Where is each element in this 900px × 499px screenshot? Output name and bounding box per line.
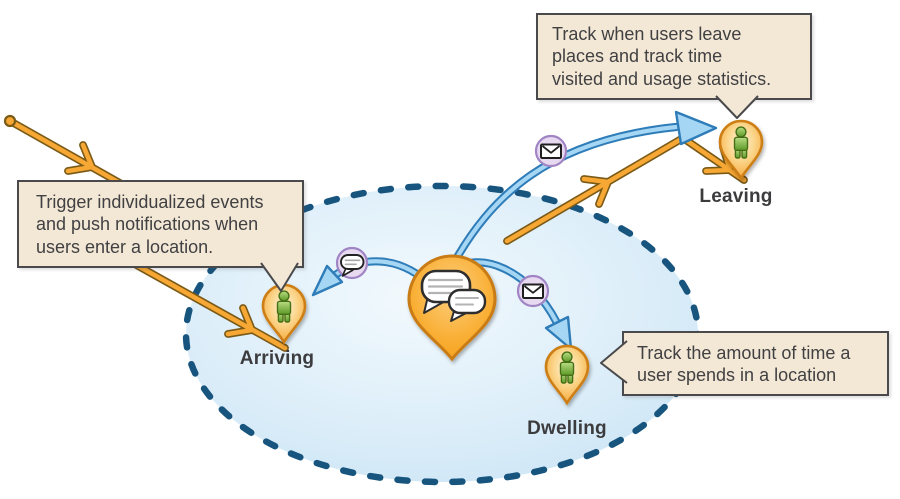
envelope-icon (534, 134, 568, 168)
arriving-pin (261, 283, 307, 345)
callout-leaving-line: places and track time (552, 46, 723, 67)
callout-leaving: Track when users leave places and track … (536, 13, 812, 100)
orange-path-start-dot (3, 114, 17, 128)
arrowhead-leaving (674, 110, 718, 146)
leaving-label: Leaving (699, 186, 773, 207)
callout-entering-line: and push notifications when (36, 214, 259, 235)
map-pins (261, 119, 764, 406)
callout-entering-line: users enter a location. (36, 236, 214, 257)
callout-entering: Trigger individualized events and push n… (17, 180, 304, 268)
callout-entering-line: Trigger individualized events (36, 192, 264, 212)
speech-bubble-icon (335, 246, 369, 280)
arrowhead-dwelling (544, 315, 573, 351)
speech-bubbles-icon (420, 269, 487, 322)
person-icon (733, 126, 749, 159)
connector-badges (335, 134, 568, 308)
orange-trajectory-arrows (3, 114, 748, 352)
person-icon (559, 351, 575, 384)
callout-leaving-line: Track when users leave (552, 24, 742, 44)
callout-dwelling-line: Track the amount of time a (637, 343, 851, 363)
arrowhead-arriving (311, 264, 344, 297)
leaving-pin (718, 119, 764, 181)
dwelling-label: Dwelling (527, 418, 607, 439)
dwelling-pin (544, 344, 590, 406)
connector-to-leaving (445, 110, 718, 275)
envelope-icon (516, 274, 550, 308)
person-icon (276, 290, 292, 323)
callout-dwelling-line: user spends in a location (637, 365, 837, 386)
callout-leaving-line: visited and usage statistics. (552, 68, 772, 89)
arriving-label: Arriving (239, 348, 315, 369)
callout-dwelling: Track the amount of time a user spends i… (622, 331, 889, 396)
center-pin (407, 254, 497, 362)
